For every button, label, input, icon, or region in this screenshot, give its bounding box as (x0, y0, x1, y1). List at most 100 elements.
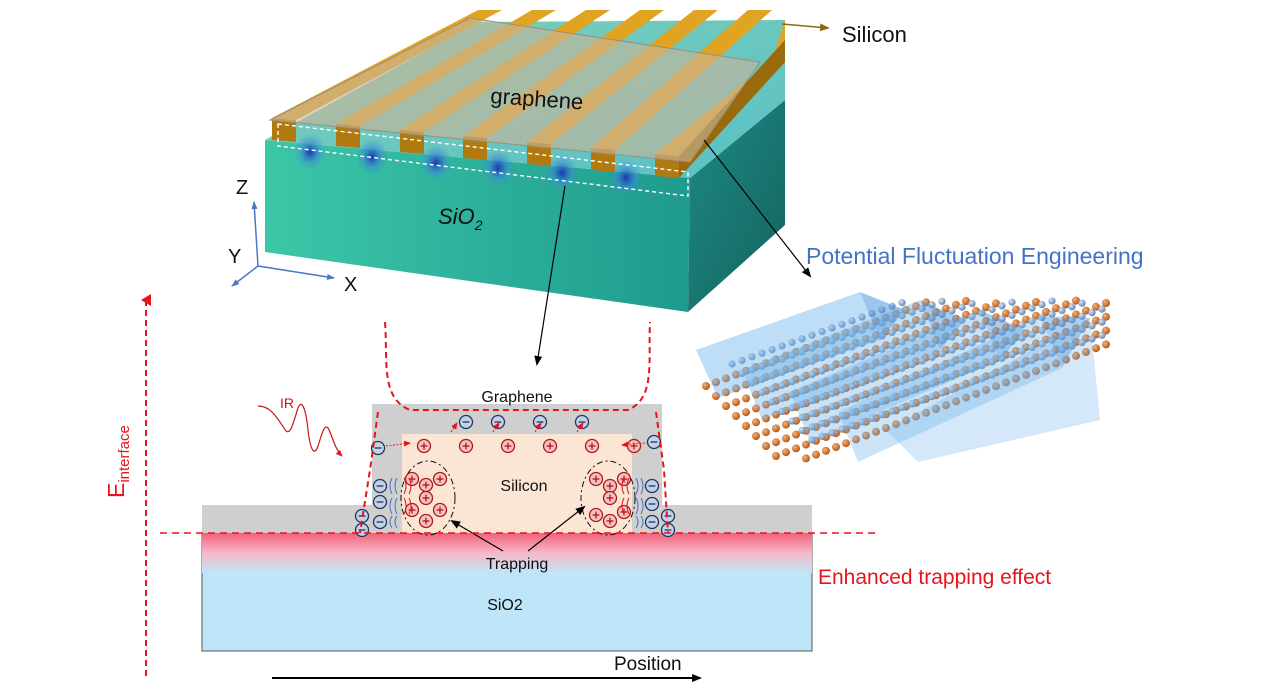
substrate-atom (942, 304, 950, 313)
graphene-atom (868, 401, 876, 409)
substrate-atom (752, 418, 760, 427)
graphene-atom (1088, 322, 1096, 330)
substrate-atom (762, 428, 770, 437)
substrate-atom (772, 452, 780, 460)
graphene-atom (918, 357, 926, 365)
graphene-atom (928, 393, 936, 401)
graphene-atom (808, 410, 816, 418)
substrate-atom (832, 443, 840, 451)
graphene-atom (808, 331, 816, 339)
graphene-atom (848, 395, 856, 403)
graphene-atom (898, 351, 906, 359)
electron (644, 496, 660, 512)
graphene-atom (748, 379, 756, 387)
substrate-atom (782, 434, 790, 443)
substrate-atom (802, 454, 810, 463)
substrate-atom (732, 370, 740, 379)
graphene-atom (798, 348, 806, 356)
substrate-atom (1032, 311, 1040, 320)
graphene-atom (1088, 309, 1096, 317)
graphene-atom (868, 362, 876, 370)
graphene-atom (908, 308, 916, 316)
graphene-atom (868, 349, 876, 357)
substrate-atom (902, 416, 910, 425)
hole (588, 471, 604, 487)
substrate-atom (982, 317, 990, 325)
graphene-atom (788, 391, 796, 399)
substrate-atom (1012, 305, 1020, 314)
graphene-atom (828, 376, 836, 384)
graphene-atom (808, 423, 816, 431)
graphene-atom (908, 400, 916, 408)
substrate-atom (972, 320, 980, 329)
graphene-atom (948, 385, 956, 394)
graphene-atom (818, 327, 826, 336)
graphene-atom (1078, 299, 1086, 307)
graphene-atom (1078, 338, 1086, 347)
graphene-atom (768, 385, 776, 393)
substrate-atom (1082, 320, 1090, 329)
graphene-atom (1098, 318, 1106, 326)
graphene-atom (818, 406, 826, 414)
graphene-atom (1008, 337, 1016, 346)
graphene-atom (1018, 360, 1026, 368)
substrate-atom (812, 450, 820, 459)
graphene-atom (788, 351, 796, 360)
graphene-atom (788, 338, 796, 346)
hole (404, 502, 420, 518)
silicon-leader (781, 23, 830, 32)
graphene-atom (838, 386, 846, 394)
substrate-atom (962, 310, 970, 319)
graphene-atom (908, 334, 916, 342)
graphene-atom (968, 326, 976, 334)
hole (418, 490, 434, 506)
graphene-atom (848, 421, 856, 430)
graphene-atom (1028, 317, 1036, 325)
graphene-atom (978, 361, 986, 370)
substrate-atom (712, 378, 720, 387)
graphene-atom (868, 375, 876, 383)
graphene-atom (1068, 316, 1076, 324)
graphene-atom (738, 356, 746, 364)
graphene-atom (1008, 298, 1016, 306)
graphene-atom (1078, 312, 1086, 320)
graphene-atom (838, 399, 846, 407)
graphene-atom (988, 332, 996, 340)
graphene-atom (938, 297, 946, 305)
graphene-atom (888, 328, 896, 337)
substrate-atom (932, 405, 940, 413)
substrate-atom (762, 442, 770, 450)
graphene-atom (1068, 342, 1076, 350)
electron (490, 414, 506, 430)
graphene-atom (998, 315, 1006, 323)
substrate-atom (962, 297, 970, 305)
substrate-atom (1012, 319, 1020, 328)
graphene-atom (998, 302, 1006, 310)
substrate-atom (792, 444, 800, 453)
hole (602, 478, 618, 494)
silicon-label-cross: Silicon (500, 478, 547, 495)
graphene-atom (908, 321, 916, 329)
graphene-atom (928, 340, 936, 348)
graphene-atom (1058, 306, 1066, 315)
hole (416, 438, 432, 454)
substrate-atom (1082, 306, 1090, 315)
substrate-atom (1092, 344, 1100, 353)
substrate-atom (742, 408, 750, 417)
graphene-atom (888, 355, 896, 363)
graphene-atom (898, 390, 906, 398)
graphene-atom (898, 325, 906, 333)
graphene-atom (838, 373, 846, 381)
electron (532, 414, 548, 430)
graphene-atom (908, 360, 916, 369)
graphene-atom (888, 394, 896, 402)
graphene-atom (958, 356, 966, 364)
hole (542, 438, 558, 454)
graphene-atom (1008, 351, 1016, 359)
graphene-atom (808, 397, 816, 405)
substrate-atom (702, 382, 710, 390)
substrate-atom (772, 410, 780, 419)
substrate-atom (722, 388, 730, 397)
trapping-interface-layer (202, 533, 812, 573)
hole (588, 507, 604, 523)
